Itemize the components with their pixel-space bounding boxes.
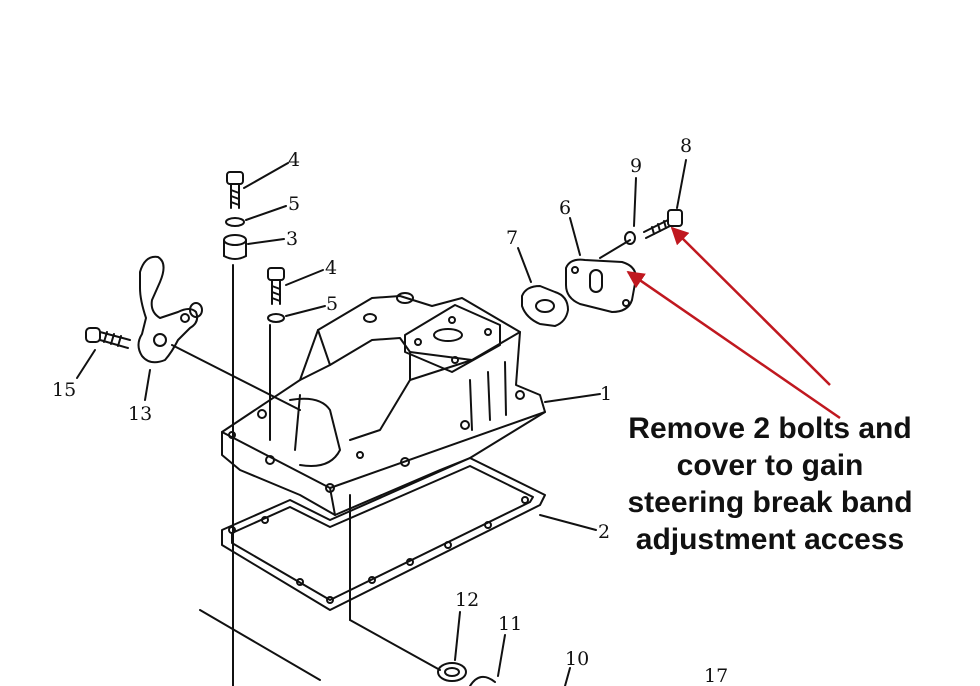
callout-line-4: adjustment access <box>635 523 905 556</box>
part-number-13: 13 <box>128 403 152 425</box>
part-number-4-top: 4 <box>288 149 300 171</box>
part-number-3: 3 <box>286 228 298 250</box>
guide-line-bottom <box>349 619 441 671</box>
bolt-second <box>267 267 285 305</box>
part-number-2: 2 <box>598 521 610 543</box>
instruction-callout: Remove 2 bolts and cover to gain steerin… <box>590 410 950 558</box>
part-number-4-second: 4 <box>325 257 337 279</box>
gasket <box>221 457 546 611</box>
part-number-8: 8 <box>680 135 692 157</box>
callout-line-3: steering break band <box>627 486 913 519</box>
callout-line-1: Remove 2 bolts and <box>628 412 912 445</box>
part-number-7: 7 <box>506 227 518 249</box>
guide-line-lower-left <box>199 609 321 681</box>
lever-assembly <box>85 255 203 364</box>
part-number-15: 15 <box>52 379 76 401</box>
arrow-to-bolt <box>670 226 831 386</box>
part-number-10: 10 <box>565 648 589 670</box>
part-number-5-second: 5 <box>326 293 338 315</box>
access-cover <box>565 258 637 313</box>
part-number-17: 17 <box>704 665 728 686</box>
cover-gasket <box>521 285 569 327</box>
part-number-1: 1 <box>600 383 612 405</box>
washer-second <box>267 313 285 323</box>
part-number-12: 12 <box>455 589 479 611</box>
part-number-11: 11 <box>498 613 522 635</box>
callout-line-2: cover to gain <box>676 449 864 482</box>
arrow-to-cover <box>626 270 841 420</box>
bolt-top <box>226 171 244 209</box>
seal-and-shaft <box>437 662 496 686</box>
transmission-housing <box>221 292 546 516</box>
bolt-cover <box>643 209 683 239</box>
spacer <box>223 234 247 260</box>
washer-cover <box>624 231 636 245</box>
part-number-5-top: 5 <box>288 193 300 215</box>
part-number-6: 6 <box>559 197 571 219</box>
part-number-9: 9 <box>630 155 642 177</box>
washer-top <box>225 217 245 227</box>
